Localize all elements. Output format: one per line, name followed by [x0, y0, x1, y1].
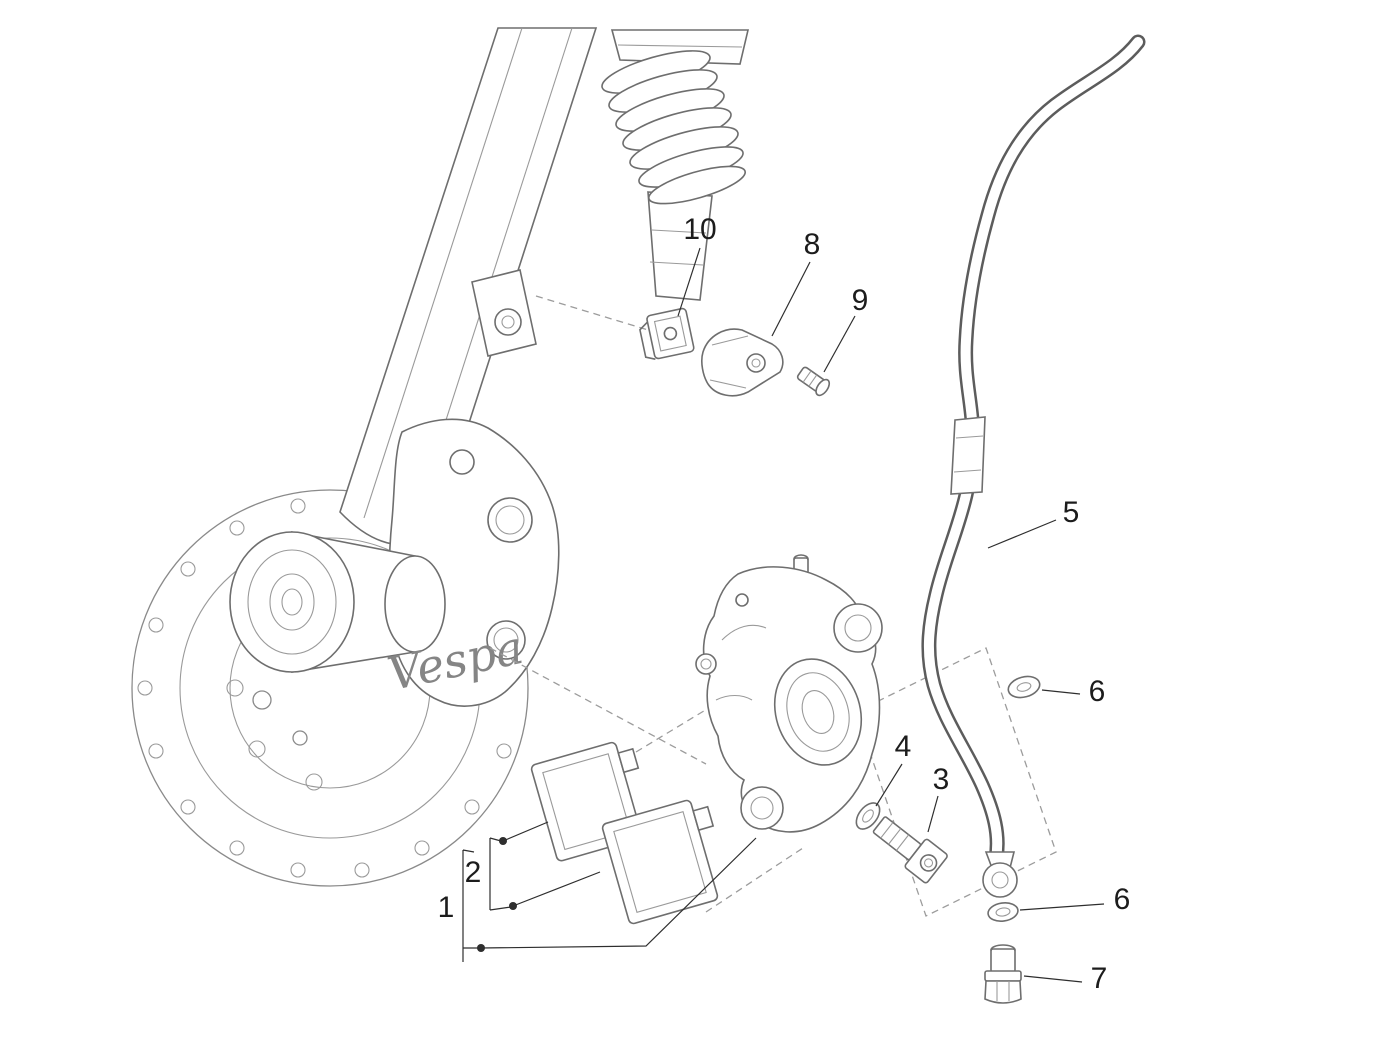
- callout-8: 8: [803, 228, 821, 261]
- callout-2: 2: [464, 856, 482, 889]
- leader-lines: [462, 247, 1105, 983]
- suspension-spring: [601, 29, 750, 301]
- banjo-bolt: [984, 944, 1022, 1004]
- callout-10: 10: [683, 213, 717, 246]
- seal-washer-lower: [987, 902, 1019, 922]
- hub-assembly: [229, 418, 560, 746]
- caliper-bolt: [872, 816, 948, 884]
- hose-clamp: [701, 328, 784, 397]
- brake-pad-rear: [601, 799, 719, 925]
- hose-clip: [639, 307, 695, 361]
- seal-washer-upper: [1007, 675, 1041, 699]
- callout-5: 5: [1062, 496, 1080, 529]
- callout-7: 7: [1090, 962, 1108, 995]
- callout-6-upper: 6: [1088, 675, 1106, 708]
- callout-6-lower: 6: [1113, 883, 1131, 916]
- clamp-screw: [796, 366, 831, 397]
- brake-hose: [921, 34, 1146, 898]
- brake-caliper: [695, 554, 883, 833]
- callout-3: 3: [932, 763, 950, 796]
- callout-4: 4: [894, 730, 912, 763]
- callout-1: 1: [437, 891, 455, 924]
- callout-9: 9: [851, 284, 869, 317]
